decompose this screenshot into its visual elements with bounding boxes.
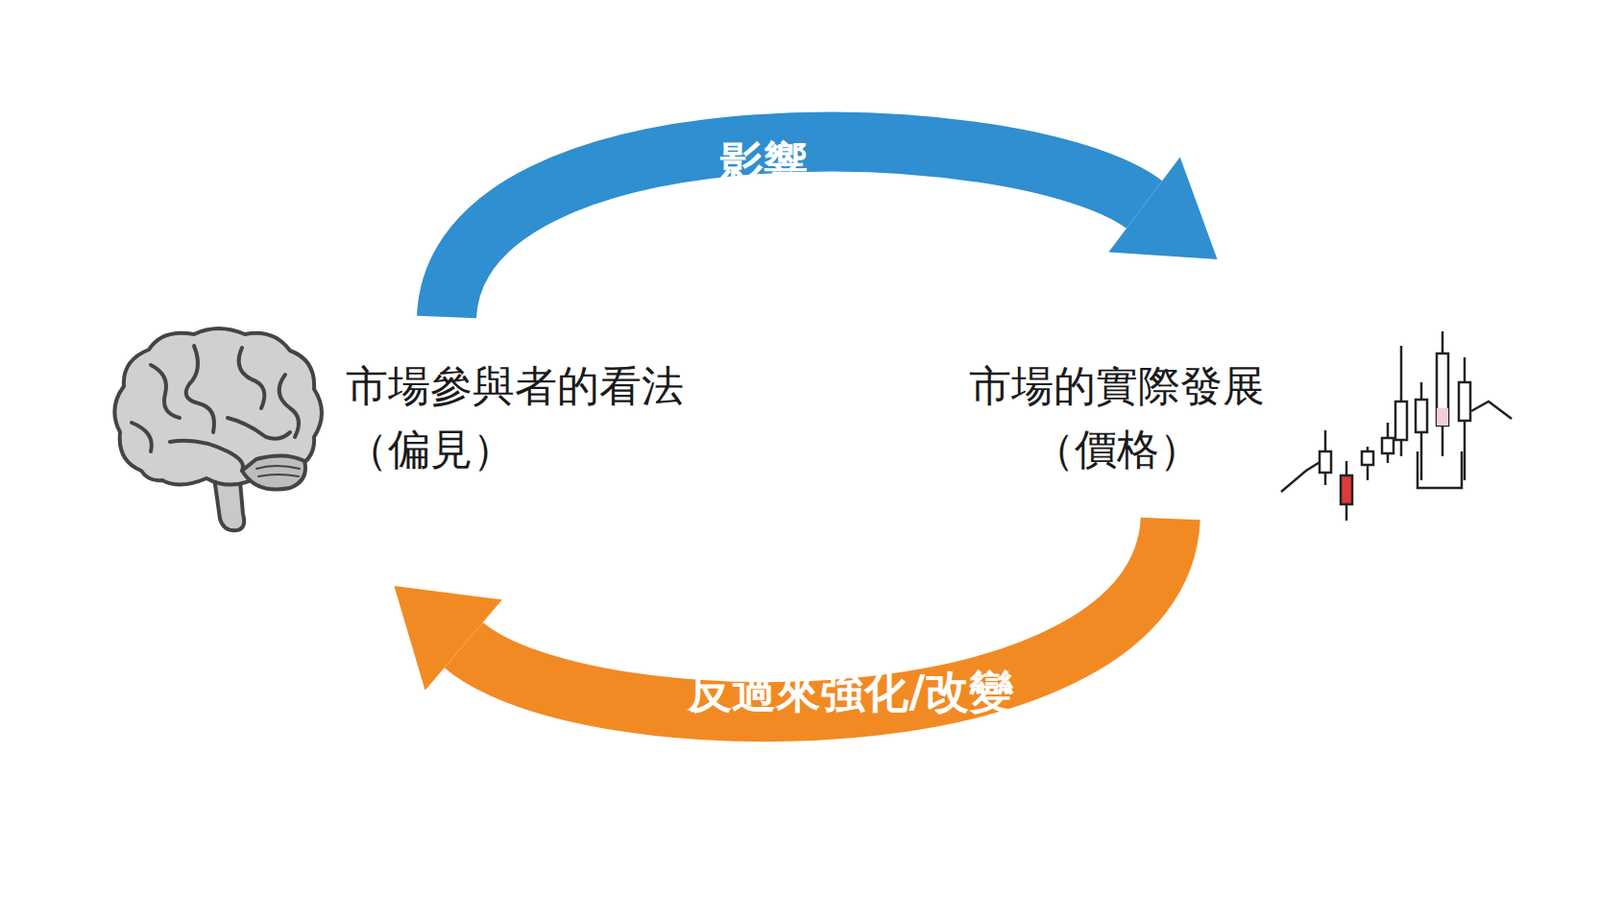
- concept-node: 市場的實際發展（價格）: [936, 316, 1297, 519]
- candle-body: [1436, 408, 1449, 426]
- arrow-label: 影響: [719, 133, 808, 194]
- candle-body: [1340, 475, 1353, 505]
- arrow-head: [393, 585, 503, 691]
- candle-body: [1361, 451, 1374, 465]
- candle-body: [1458, 382, 1471, 421]
- brain-fold: [150, 364, 180, 418]
- brain-icon: [114, 328, 322, 531]
- trend-line: [1471, 401, 1512, 419]
- arrow-label: 反過來強化/改變: [687, 662, 1014, 723]
- curved-arrow: [446, 142, 1218, 317]
- candle-body: [1436, 353, 1449, 426]
- arrow-head: [1108, 156, 1217, 260]
- node-title: 市場參與者的看法: [345, 354, 684, 418]
- candle-body: [1381, 437, 1394, 454]
- candle-body: [1415, 399, 1428, 433]
- cerebellum: [242, 455, 306, 489]
- brain-fold: [186, 345, 215, 433]
- node-subtitle: （偏見）: [345, 417, 515, 482]
- concept-node: 市場參與者的看法（偏見）: [345, 316, 750, 519]
- brain-fold: [227, 417, 291, 439]
- trend-line: [1281, 460, 1322, 492]
- brain-fold: [131, 422, 152, 452]
- brain-fold: [279, 374, 299, 437]
- candle-body: [1395, 401, 1407, 440]
- candlestick-chart: [1281, 331, 1512, 521]
- candle-base: [1417, 451, 1462, 488]
- brain-fold: [169, 440, 243, 471]
- brain-fold: [239, 347, 266, 409]
- cerebellum-line: [256, 465, 300, 477]
- node-title: 市場的實際發展: [969, 354, 1265, 418]
- node-subtitle: （價格）: [1032, 417, 1202, 482]
- candle-body: [1319, 451, 1332, 473]
